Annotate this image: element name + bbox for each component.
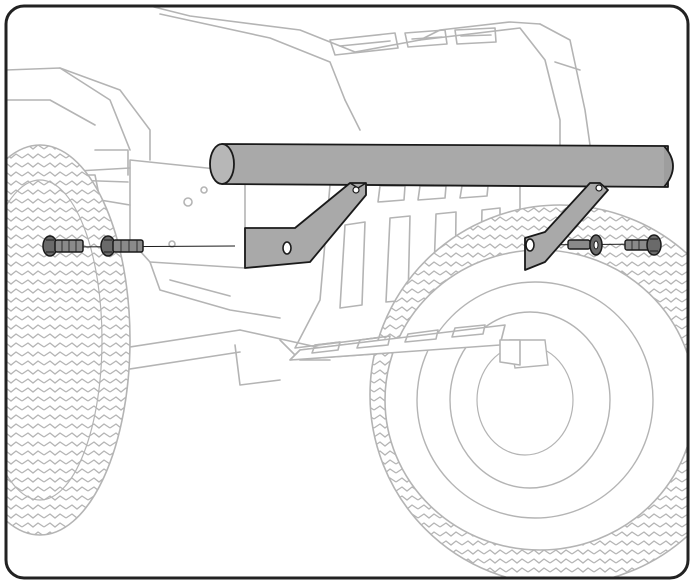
front-bumper-bar xyxy=(209,143,674,188)
hood-outline xyxy=(149,6,561,149)
figure-frame xyxy=(4,4,690,580)
left-front-wheel xyxy=(6,144,131,536)
hood-vents xyxy=(329,27,497,56)
bolt-icon xyxy=(100,235,144,257)
bolt-icon xyxy=(42,235,84,257)
bumper-bracket-right xyxy=(524,182,609,271)
bolt-icon xyxy=(624,234,662,256)
right-front-wheel xyxy=(369,204,688,578)
washer-icon xyxy=(567,234,603,256)
bumper-bracket-left xyxy=(244,182,367,269)
